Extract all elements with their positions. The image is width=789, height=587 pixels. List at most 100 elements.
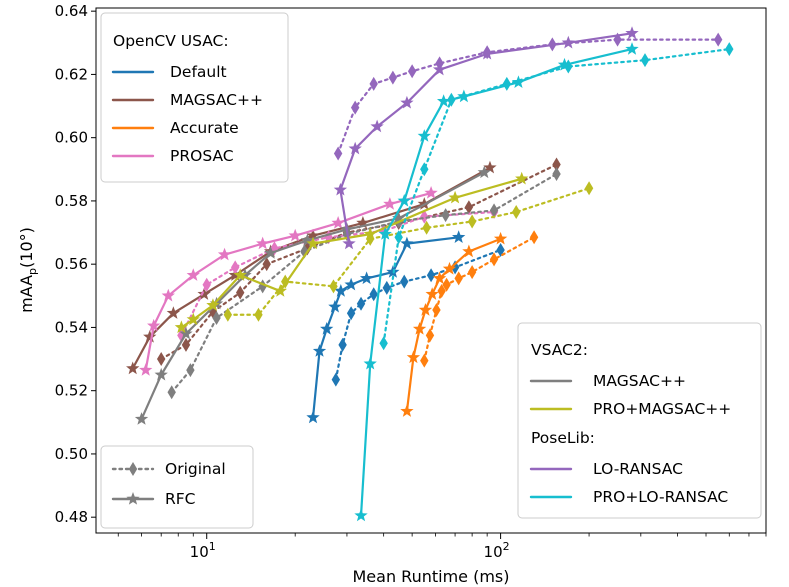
diamond-marker [350, 100, 360, 115]
series-line [144, 191, 433, 372]
y-tick-label: 0.50 [55, 445, 88, 463]
star-marker [432, 271, 447, 285]
legend-opencv-title: OpenCV USAC: [113, 32, 229, 50]
diamond-marker [725, 42, 734, 57]
series-line [160, 163, 558, 361]
star-marker [442, 261, 457, 275]
legend-entry-label: PRO+MAGSAC++ [593, 400, 731, 418]
x-tick-base: 10 [190, 543, 209, 561]
series-original [156, 157, 561, 367]
diamond-marker [230, 260, 240, 275]
diamond-marker [202, 277, 211, 292]
diamond-marker [584, 181, 594, 196]
series-rfc [333, 26, 639, 250]
star-marker [625, 26, 639, 39]
diamond-marker [420, 209, 429, 224]
diamond-marker [489, 252, 499, 267]
series-original [333, 32, 723, 161]
x-tick: 101 [190, 533, 216, 561]
diamond-marker [552, 157, 561, 172]
star-marker [300, 233, 315, 247]
star-marker [154, 367, 168, 381]
x-tick-exponent: 2 [503, 540, 510, 553]
star-marker [331, 216, 345, 229]
legend-vsac-frame [517, 322, 762, 519]
star-marker [397, 193, 411, 207]
diamond-marker [467, 265, 477, 280]
y-tick: 0.60 [55, 129, 96, 147]
series-line [131, 166, 492, 370]
legend-entry-label: PROSAC [170, 147, 234, 165]
star-marker [457, 89, 471, 103]
series-original [167, 167, 561, 400]
star-marker [306, 236, 320, 250]
star-marker [625, 42, 639, 55]
y-tick-label: 0.60 [55, 129, 88, 147]
legend-entry-label: LO-RANSAC [593, 460, 683, 478]
y-tick: 0.58 [55, 192, 96, 210]
star-marker [424, 186, 438, 199]
series-layer [126, 26, 734, 522]
legend-opencv-frame [100, 12, 289, 183]
diamond-marker [356, 296, 366, 311]
x-tick-label: 102 [484, 540, 510, 561]
star-marker [561, 35, 575, 49]
series-line [382, 48, 731, 345]
diamond-marker [369, 76, 378, 91]
star-marker [139, 363, 153, 376]
plot-frame [95, 7, 767, 534]
diamond-marker [420, 162, 429, 177]
y-tick-label: 0.52 [55, 382, 88, 400]
diamond-marker [167, 385, 176, 400]
y-tick-label: 0.56 [55, 255, 88, 273]
diamond-marker [262, 257, 271, 272]
diamond-marker [300, 244, 309, 259]
x-axis-label: Mean Runtime (ms) [353, 567, 510, 586]
star-marker [206, 298, 220, 311]
diamond-marker [208, 304, 218, 319]
diamond-marker [333, 146, 343, 161]
diamond-marker [236, 285, 245, 300]
star-marker [418, 303, 433, 316]
diamond-marker [394, 230, 403, 245]
legend-entry-label: RFC [165, 490, 196, 508]
star-marker [406, 350, 421, 364]
series-line [334, 248, 502, 381]
star-marker [452, 230, 466, 243]
star-marker [432, 62, 447, 76]
star-marker [480, 46, 494, 60]
star-marker [400, 95, 414, 109]
diamond-marker [529, 230, 539, 245]
star-marker [228, 268, 242, 281]
series-original [223, 181, 594, 322]
y-tick: 0.50 [55, 445, 96, 463]
series-line [359, 48, 634, 517]
diamond-marker [511, 204, 521, 219]
star-marker [233, 268, 247, 281]
star-marker [359, 271, 374, 285]
diamond-marker [156, 352, 166, 367]
y-tick: 0.56 [55, 255, 96, 273]
star-marker [448, 190, 462, 204]
y-tick-label: 0.62 [55, 65, 88, 83]
star-marker [356, 216, 370, 229]
star-marker [363, 356, 377, 370]
star-marker [320, 322, 334, 335]
legend-entry-label: PRO+LO-RANSAC [593, 488, 728, 506]
legend-style-frame [100, 445, 254, 529]
diamond-marker [552, 167, 561, 182]
diamond-marker [420, 353, 429, 368]
star-marker [333, 182, 348, 196]
star-marker [392, 211, 406, 224]
star-marker [334, 284, 348, 297]
star-marker [147, 318, 161, 332]
star-marker [348, 141, 362, 155]
diamond-marker [437, 284, 446, 299]
star-marker [288, 228, 302, 242]
series-original [420, 230, 539, 368]
star-marker [166, 306, 181, 319]
star-marker [186, 268, 200, 281]
legend-entry-label: Default [170, 63, 227, 81]
